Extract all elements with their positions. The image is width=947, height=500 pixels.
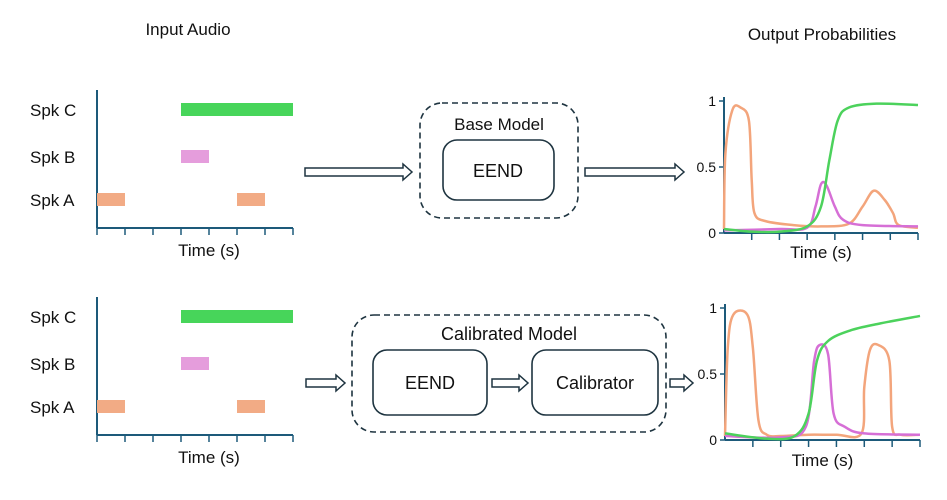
input-audio-panel: Spk C Spk B Spk A Time (s) bbox=[30, 297, 294, 467]
y-tick-label: 1 bbox=[708, 93, 716, 109]
x-axis-label: Time (s) bbox=[178, 241, 240, 260]
y-tick-label: 0 bbox=[708, 225, 716, 241]
speaker-label: Spk C bbox=[30, 101, 76, 120]
speech-segment bbox=[181, 357, 209, 370]
arrow-icon bbox=[304, 162, 414, 182]
speech-segment bbox=[97, 400, 125, 413]
probability-curve-spk-c bbox=[724, 314, 921, 441]
calibrated-eend-block bbox=[372, 349, 488, 416]
arrow-icon bbox=[305, 373, 347, 393]
probability-curve-spk-a bbox=[722, 104, 919, 230]
speech-segment bbox=[181, 150, 209, 163]
speaker-label: Spk A bbox=[30, 398, 75, 417]
arrow-icon bbox=[669, 373, 695, 393]
probability-curve-spk-c bbox=[723, 102, 919, 234]
calibrated-model-title: Calibrated Model bbox=[441, 324, 577, 344]
calibrator-label: Calibrator bbox=[556, 373, 634, 393]
plot-panels: Spk C Spk B Spk A Time (s) Spk C Spk B Spk A Ti… bbox=[30, 90, 921, 470]
speaker-label: Spk C bbox=[30, 308, 76, 327]
probability-curve-spk-a bbox=[723, 309, 921, 439]
speech-segment bbox=[181, 310, 293, 323]
x-axis-label: Time (s) bbox=[792, 451, 854, 470]
base-model-box bbox=[419, 102, 579, 219]
speaker-label: Spk A bbox=[30, 191, 75, 210]
x-axis-label: Time (s) bbox=[790, 243, 852, 262]
base-eend-block bbox=[442, 139, 555, 201]
arrow-icon bbox=[584, 162, 686, 182]
calibrated-eend-label: EEND bbox=[405, 373, 455, 393]
speech-segment bbox=[181, 103, 293, 116]
x-axis-label: Time (s) bbox=[178, 448, 240, 467]
y-tick-label: 0 bbox=[709, 432, 717, 448]
speaker-label: Spk B bbox=[30, 355, 75, 374]
base-eend-label: EEND bbox=[473, 161, 523, 181]
arrow-icon bbox=[491, 373, 530, 393]
speech-segment bbox=[237, 193, 265, 206]
calibrated-model-box bbox=[351, 314, 667, 433]
flow-arrows bbox=[304, 162, 695, 393]
input-audio-heading: Input Audio bbox=[145, 20, 230, 39]
y-tick-label: 0.5 bbox=[698, 366, 718, 382]
base-model-title: Base Model bbox=[454, 115, 544, 134]
output-probabilities-heading: Output Probabilities bbox=[748, 25, 896, 44]
calibrator-block bbox=[531, 349, 659, 416]
speaker-label: Spk B bbox=[30, 148, 75, 167]
speech-segment bbox=[237, 400, 265, 413]
y-tick-label: 1 bbox=[709, 300, 717, 316]
input-audio-panel: Spk C Spk B Spk A Time (s) bbox=[30, 90, 294, 260]
y-tick-label: 0.5 bbox=[697, 159, 717, 175]
speech-segment bbox=[97, 193, 125, 206]
